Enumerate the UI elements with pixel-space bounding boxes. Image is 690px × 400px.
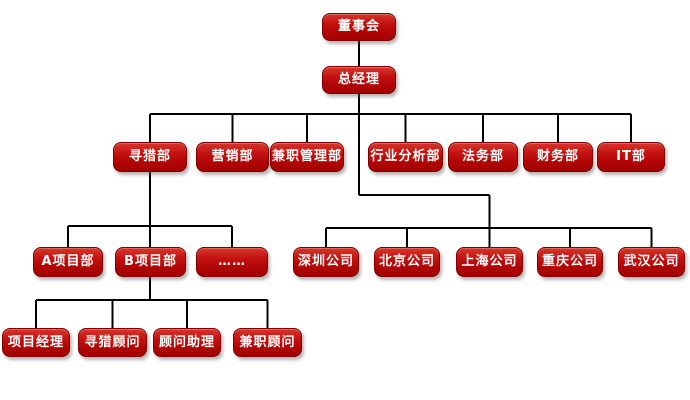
org-node-project-manager: 项目经理 — [2, 328, 70, 357]
org-node-consultant-assistant: 顾问助理 — [153, 328, 221, 357]
org-node-parttime-mgmt: 兼职管理部 — [270, 142, 344, 172]
org-node-shanghai: 上海公司 — [456, 247, 523, 277]
org-node-project-b: B项目部 — [115, 247, 186, 277]
org-node-gm: 总经理 — [322, 66, 396, 94]
org-node-more: …… — [196, 247, 268, 277]
org-node-hunting: 寻猎部 — [113, 142, 187, 172]
org-node-marketing: 营销部 — [196, 142, 269, 172]
org-node-industry-analysis: 行业分析部 — [368, 142, 443, 172]
org-node-chongqing: 重庆公司 — [537, 247, 603, 277]
org-node-parttime-consultant: 兼职顾问 — [233, 328, 302, 357]
org-node-it: IT部 — [597, 142, 665, 172]
org-node-hunting-consultant: 寻猎顾问 — [78, 328, 147, 357]
org-node-legal: 法务部 — [448, 142, 518, 172]
org-node-wuhan: 武汉公司 — [618, 247, 685, 277]
org-node-project-a: A项目部 — [33, 247, 103, 277]
org-node-finance: 财务部 — [523, 142, 593, 172]
org-node-board: 董事会 — [322, 13, 396, 41]
org-node-beijing: 北京公司 — [374, 247, 440, 277]
org-node-shenzhen: 深圳公司 — [293, 247, 359, 277]
